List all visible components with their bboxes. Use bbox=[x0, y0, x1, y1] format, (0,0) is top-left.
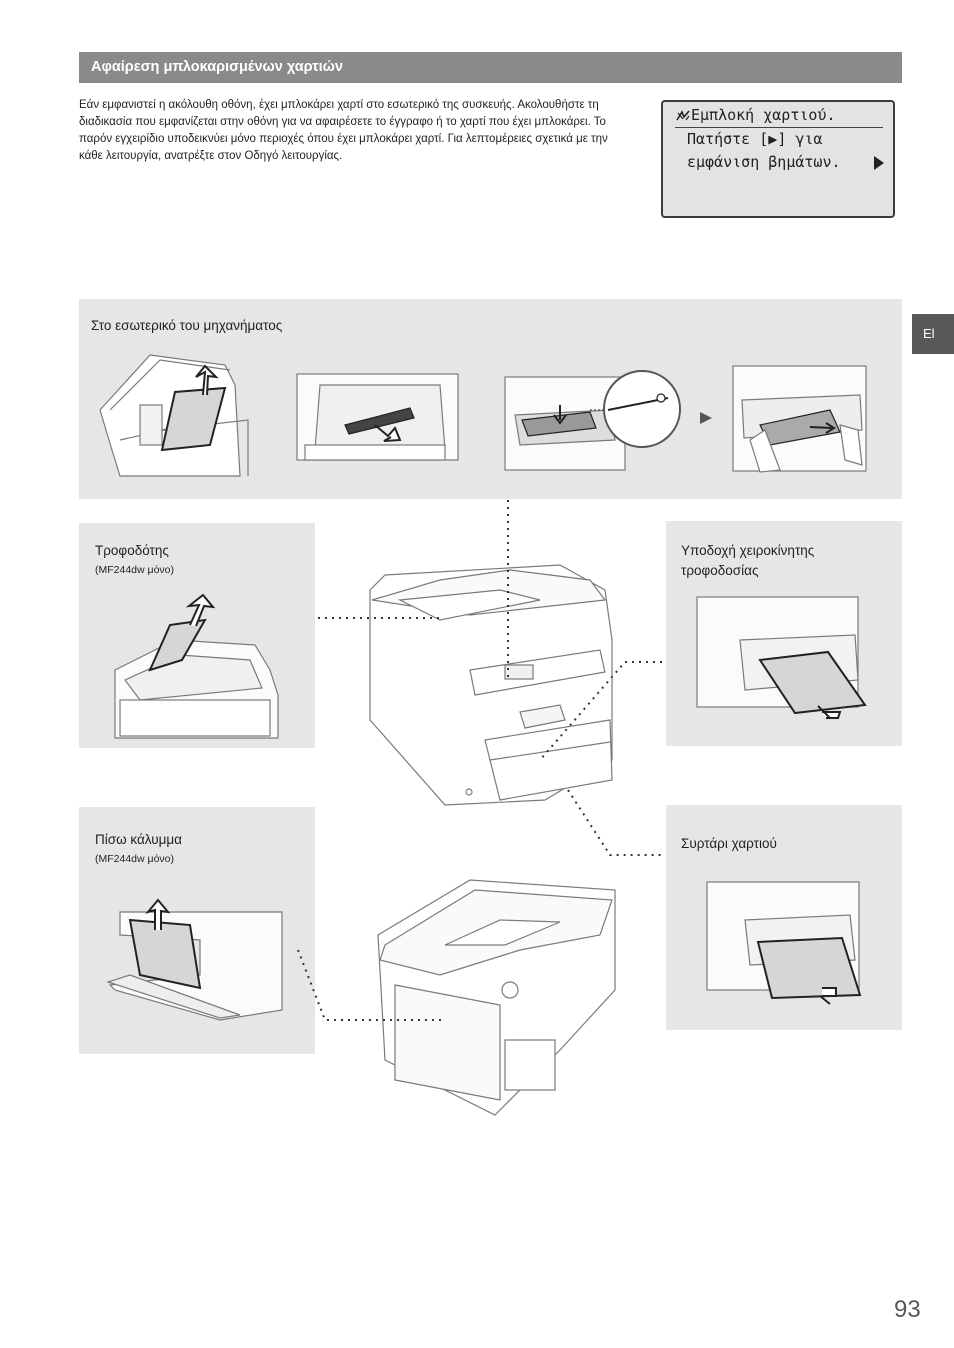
label-back-cover: Πίσω κάλυμμα bbox=[95, 832, 182, 847]
lcd-line-3: εμφάνιση βημάτων. bbox=[687, 153, 841, 171]
label-feeder: Τροφοδότης bbox=[95, 543, 169, 558]
label-inside: Στο εσωτερικό του μηχανήματος bbox=[91, 318, 283, 333]
lcd-screen: Εμπλοκή χαρτιού. Πατήστε [▶] για εμφάνισ… bbox=[661, 100, 895, 218]
leader-manual-slot bbox=[539, 661, 662, 761]
printer-open-scanner-illustration bbox=[99, 354, 249, 477]
pull-paper-hands-illustration bbox=[732, 365, 867, 473]
leader-back-cover bbox=[297, 949, 445, 1021]
lcd-line-2-end: ] για bbox=[777, 130, 823, 148]
language-tab: El bbox=[912, 314, 954, 354]
printer-front-illustration bbox=[369, 564, 613, 806]
manual-slot-jam-illustration bbox=[696, 596, 867, 719]
label-back-cover-note: (MF244dw μόνο) bbox=[95, 853, 174, 865]
feeder-jam-illustration bbox=[114, 593, 279, 739]
back-cover-jam-illustration bbox=[106, 898, 283, 1021]
printer-back-illustration bbox=[377, 879, 616, 1116]
paper-jam-icon bbox=[675, 108, 691, 124]
section-title: Αφαίρεση μπλοκαρισμένων χαρτιών bbox=[79, 52, 902, 83]
right-triangle-icon: ▶ bbox=[768, 130, 778, 148]
lcd-message-jam: Εμπλοκή χαρτιού. bbox=[691, 106, 836, 124]
paper-drawer-jam-illustration bbox=[706, 881, 862, 1005]
label-manual-slot: Υποδοχή χειροκίνητης τροφοδοσίας bbox=[681, 543, 815, 578]
fixing-area-jam-illustration bbox=[504, 370, 681, 471]
leader-lines bbox=[297, 500, 664, 1021]
page-number: 93 bbox=[894, 1296, 921, 1323]
label-paper-drawer: Συρτάρι χαρτιού bbox=[681, 836, 777, 851]
leader-paper-drawer bbox=[567, 789, 664, 856]
label-feeder-note: (MF244dw μόνο) bbox=[95, 564, 174, 576]
lcd-line-2: Πατήστε [▶] για bbox=[687, 130, 822, 148]
lcd-line-1: Εμπλοκή χαρτιού. bbox=[675, 106, 883, 128]
next-step-arrow-icon bbox=[700, 412, 712, 424]
lcd-line-2-start: Πατήστε [ bbox=[687, 130, 769, 148]
lcd-next-arrow-icon bbox=[873, 156, 885, 170]
intro-paragraph: Εάν εμφανιστεί η ακόλουθη οθόνη, έχει μπ… bbox=[79, 99, 608, 162]
toner-area-jam-illustration bbox=[296, 373, 459, 461]
